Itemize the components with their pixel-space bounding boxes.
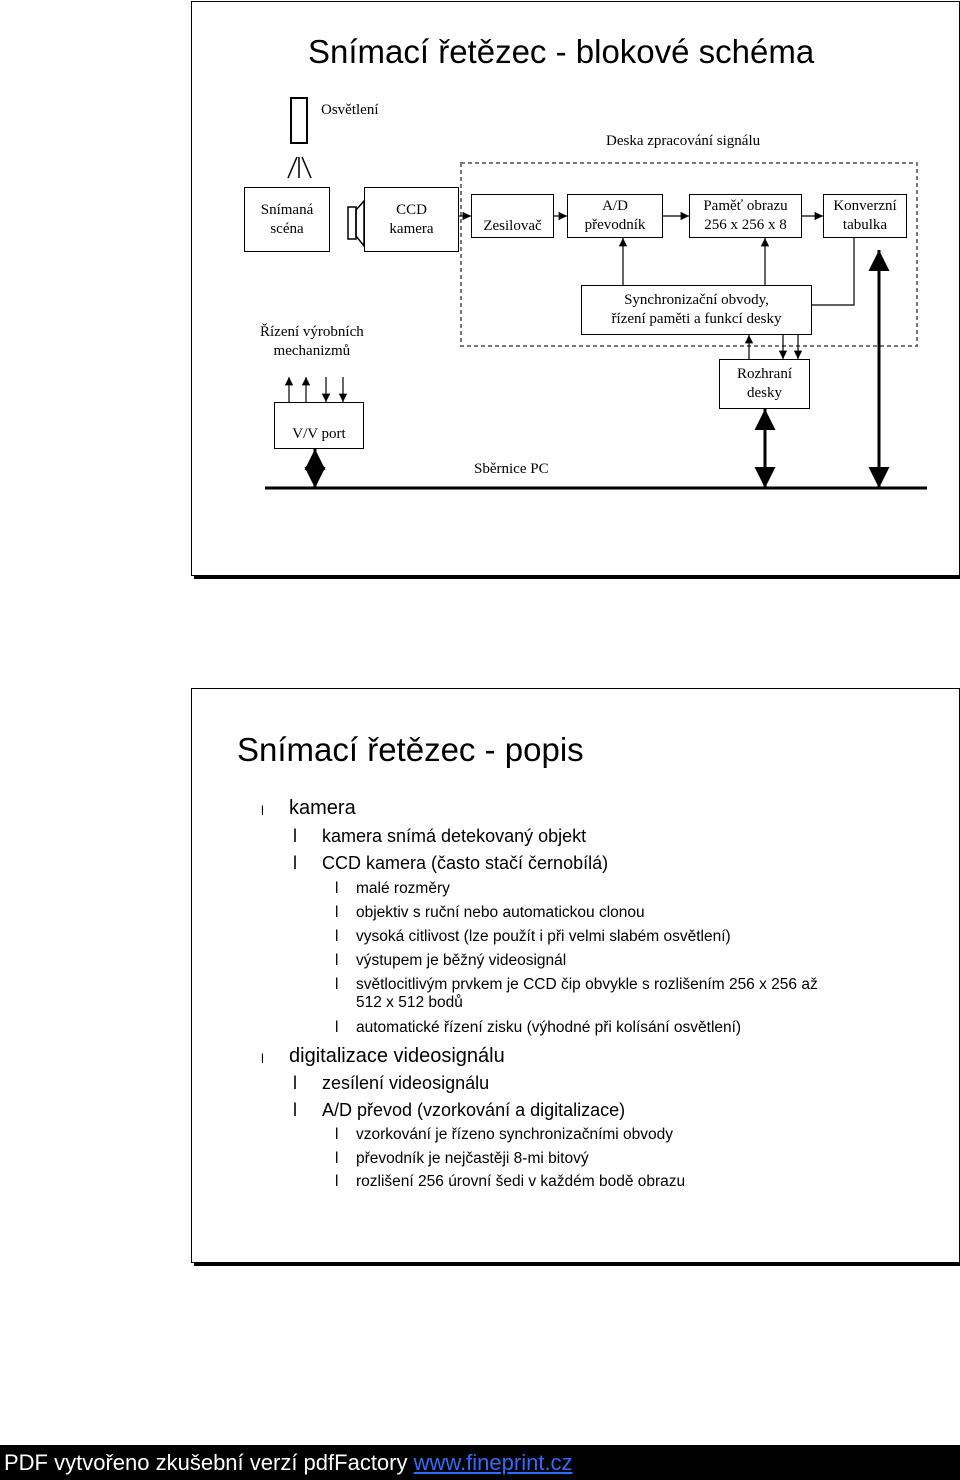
bullet-text: A/D převod (vzorkování a digitalizace) (322, 1100, 626, 1120)
bullet-text: výstupem je běžný videosignál (356, 952, 567, 969)
bullet-text: rozlišení 256 úrovní šedi v každém bodě … (356, 1173, 686, 1190)
diagram-connectors (265, 97, 927, 490)
block-sync-circuits: Synchronizační obvody, řízení paměti a f… (581, 285, 812, 335)
bullet-marker: l (335, 880, 339, 897)
slide-description: Snímací řetězec - popis l kamera l kamera s… (191, 688, 960, 1263)
bullet-marker: l (335, 1173, 339, 1190)
light-rays-icon (287, 156, 312, 179)
block-io-port: V/V port (274, 402, 364, 449)
bullet-marker: l (335, 1019, 339, 1036)
bullet-marker: l (293, 826, 297, 846)
bullet-marker: l (261, 1051, 264, 1066)
slide-block-diagram: Snímací řetězec - blokové schéma (191, 1, 960, 576)
bullet-text: CCD kamera (často stačí černobílá) (322, 853, 609, 873)
bullet-marker: l (335, 1126, 339, 1143)
board-outline (460, 162, 918, 347)
block-ad-converter: A/D převodník (567, 194, 663, 238)
bullet-text: světlocitlivým prvkem je CCD čip obvykle… (356, 976, 818, 993)
line-lut-sync (812, 238, 855, 306)
bullet-marker: l (335, 928, 339, 945)
block-frame-memory: Paměť obrazu 256 x 256 x 8 (689, 194, 802, 238)
bullet-text: zesílení videosignálu (322, 1073, 490, 1093)
bullet-text: vysoká citlivost (lze použít i při velmi… (356, 928, 731, 945)
bullet-marker: l (335, 952, 339, 969)
camera-lens-icon (347, 199, 365, 249)
bullet-text: objektiv s ruční nebo automatickou clono… (356, 904, 645, 921)
label-production-control: Řízení výrobních mechanizmů (260, 324, 364, 359)
slide-title: Snímací řetězec - blokové schéma (308, 33, 815, 70)
bullet-text: automatické řízení zisku (výhodné při ko… (356, 1019, 742, 1036)
lamp-icon (290, 97, 308, 144)
bullet-text: 512 x 512 bodů (356, 994, 463, 1011)
lighting-label: Osvětlení (321, 102, 379, 118)
bullet-text: kamera (289, 797, 356, 819)
block-board-interface: Rozhraní desky (719, 359, 810, 409)
footer-link[interactable]: www.fineprint.cz (413, 1450, 573, 1475)
block-amplifier: Zesilovač (471, 194, 554, 238)
slide-title: Snímací řetězec - popis (237, 731, 584, 768)
bullet-marker: l (293, 1100, 297, 1120)
bullet-text: malé rozměry (356, 880, 450, 897)
block-ccd-camera: CCD kamera (364, 187, 459, 252)
bullet-text: vzorkování je řízeno synchronizačními ob… (356, 1126, 674, 1143)
bullet-marker: l (335, 976, 339, 993)
bullet-marker: l (293, 853, 297, 873)
pdf-footer-banner: PDF vytvořeno zkušební verzí pdfFactory … (0, 1445, 960, 1480)
board-label: Deska zpracování signálu (606, 133, 761, 149)
bullet-text: kamera snímá detekovaný objekt (322, 826, 587, 846)
bullet-marker: l (335, 904, 339, 921)
footer-text: PDF vytvořeno zkušební verzí pdfFactory (4, 1450, 414, 1475)
bullet-marker: l (335, 1150, 339, 1167)
block-scene: Snímaná scéna (244, 187, 330, 252)
pc-bus-label: Sběrnice PC (474, 461, 549, 477)
bullet-marker: l (293, 1073, 297, 1093)
bullet-text: převodník je nejčastěji 8-mi bitový (356, 1150, 589, 1167)
bullet-text: digitalizace videosignálu (289, 1045, 505, 1067)
block-lookup-table: Konverzní tabulka (823, 194, 907, 238)
bullet-marker: l (261, 803, 264, 818)
